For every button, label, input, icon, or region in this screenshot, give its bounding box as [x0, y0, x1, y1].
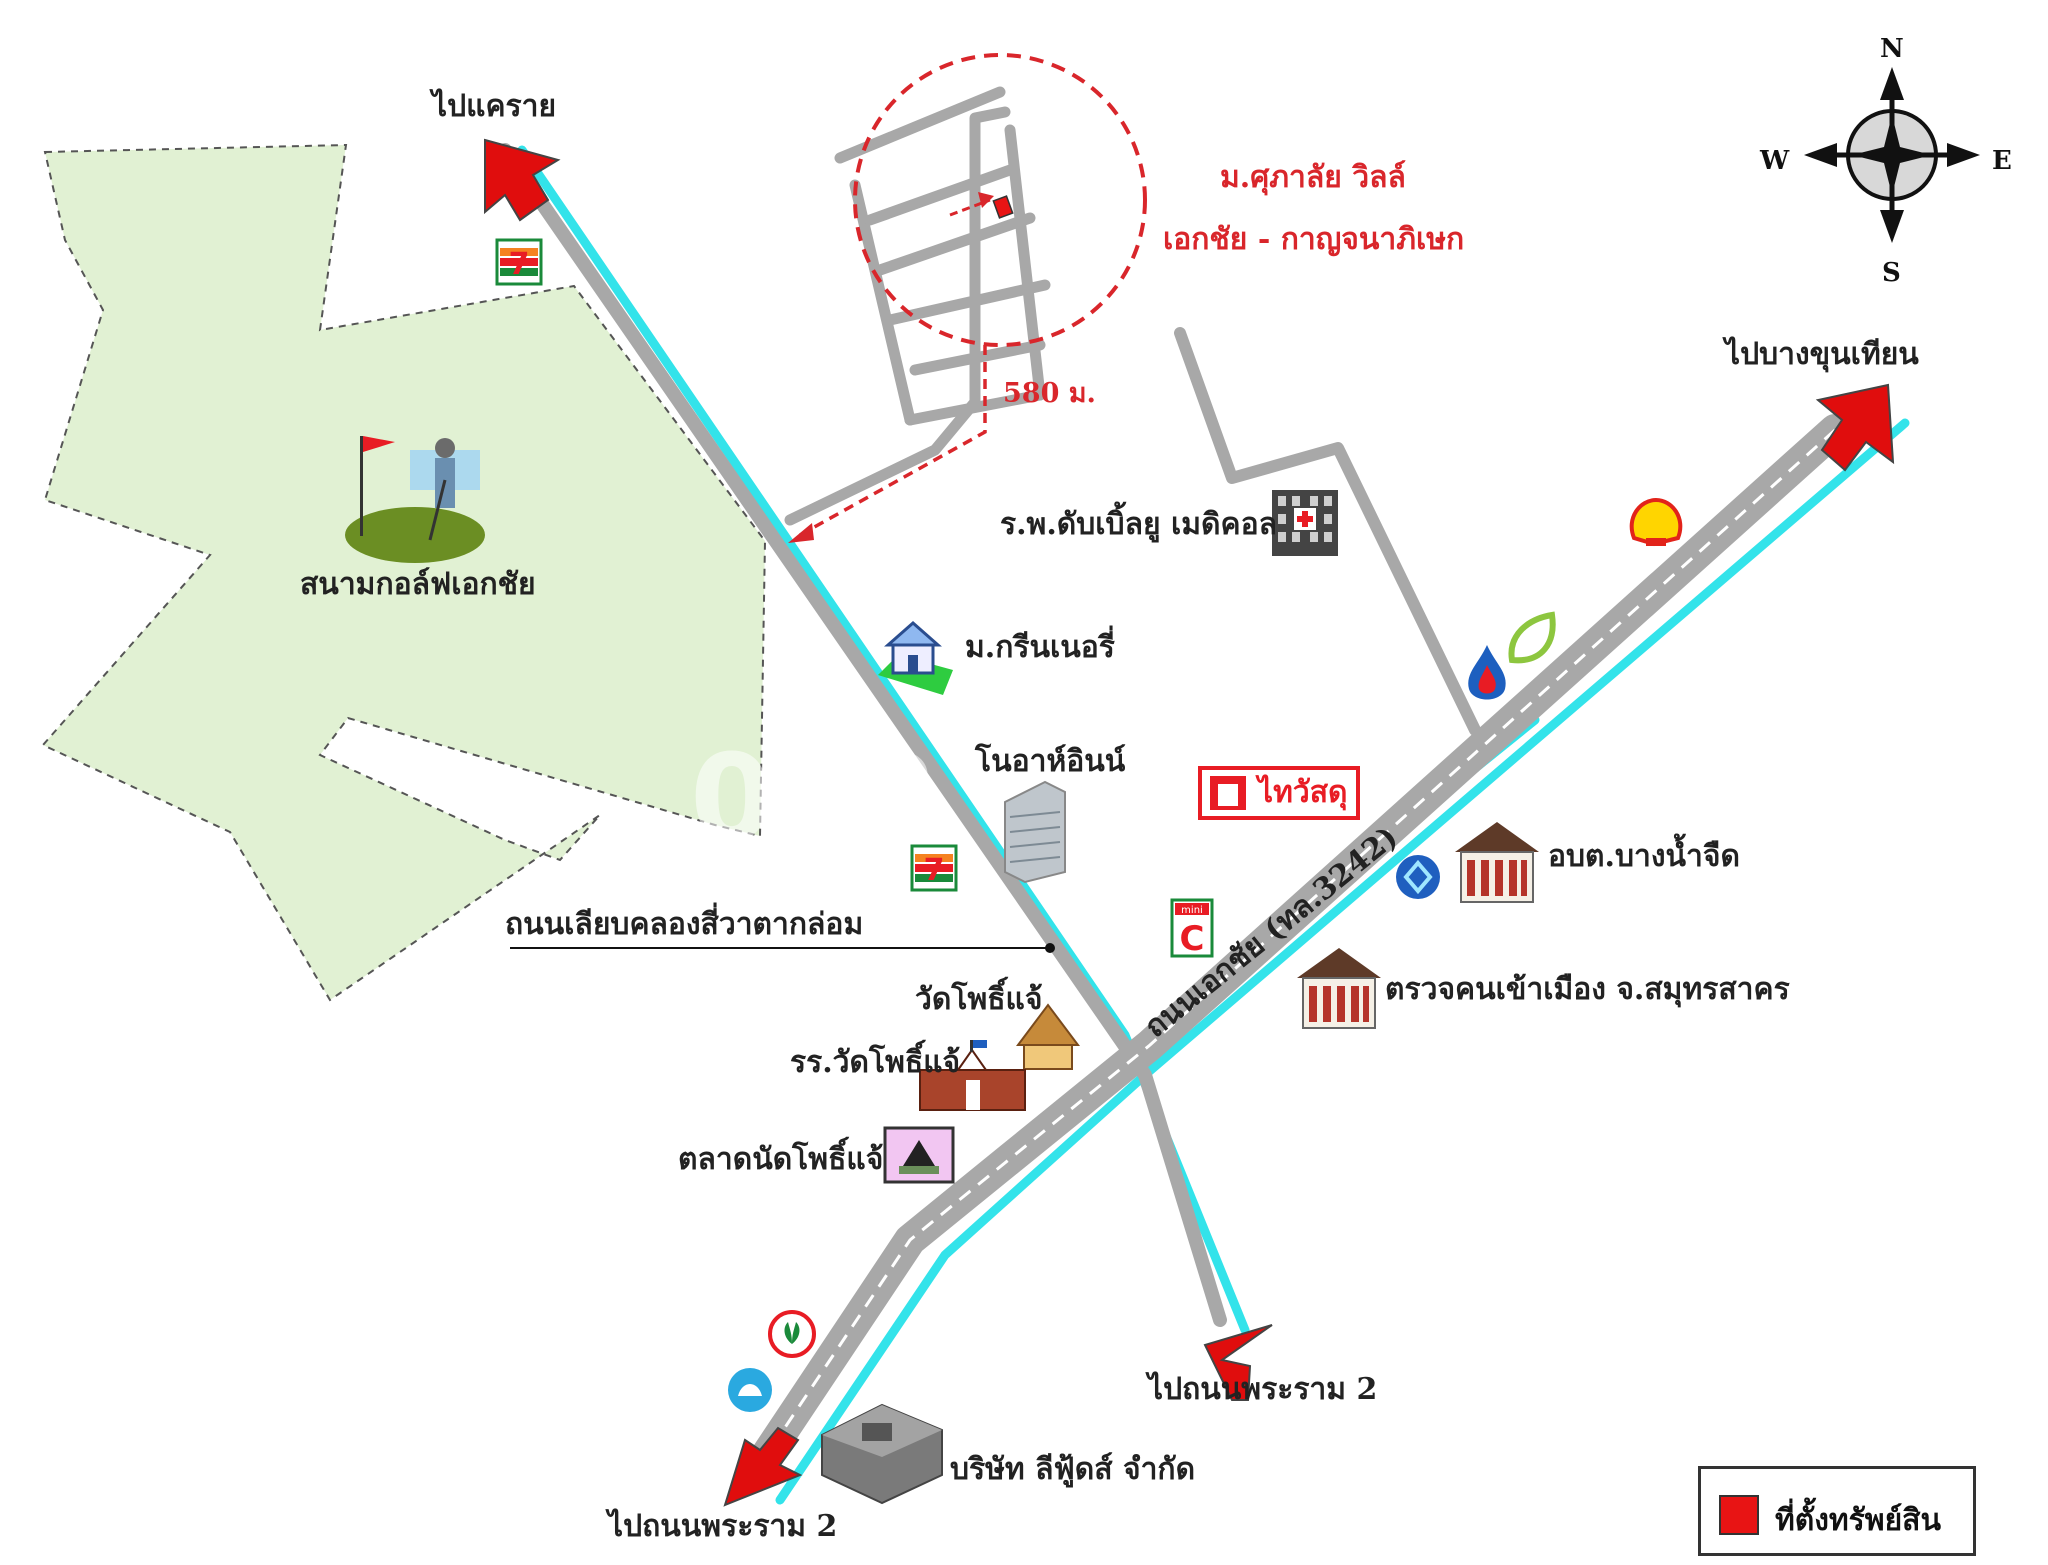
- label-to-bang-khun-thian: ไปบางขุนเทียน: [1725, 337, 1919, 372]
- market-icon: [883, 1126, 955, 1184]
- label-neo-hotel: โนอาห์อินน์: [975, 744, 1126, 779]
- mini-c-text: mini: [1181, 905, 1203, 916]
- svg-text:7: 7: [509, 247, 530, 282]
- label-wat: วัดโพธิ์แจ้: [915, 982, 1043, 1017]
- label-obt: อบต.บางน้ำจืด: [1548, 839, 1740, 874]
- government-office-icon: [1455, 822, 1539, 903]
- label-school: รร.วัดโพธิ์แจ้: [790, 1045, 961, 1080]
- golf-icon: [345, 436, 485, 563]
- inner-route: [949, 198, 991, 217]
- svg-text:C: C: [1180, 919, 1205, 959]
- label-market: ตลาดนัดโพธิ์แจ้: [678, 1142, 884, 1177]
- government-office-icon: [1297, 948, 1381, 1029]
- golf-course-area: [41, 143, 767, 1002]
- seven-eleven-icon: 7: [910, 844, 958, 892]
- krungthai-bank-icon: [1396, 855, 1440, 899]
- hospital-icon: [1272, 490, 1338, 556]
- temple-icon: [1016, 1003, 1080, 1070]
- compass-north: N: [1880, 34, 1904, 64]
- mini-c-icon: mini C: [1170, 898, 1214, 959]
- property-marker: [992, 195, 1014, 219]
- watermark: 0 2: [690, 730, 959, 869]
- legend-text: ที่ตั้งทรัพย์สิน: [1775, 1503, 1941, 1538]
- label-green-nery: ม.กรีนเนอรี่: [965, 630, 1115, 665]
- seven-eleven-icon: 7: [495, 238, 543, 286]
- ptt-icon: [1468, 645, 1506, 700]
- label-to-khae-rai: ไปแคราย: [432, 89, 557, 124]
- label-distance: 580 ม.: [1003, 378, 1096, 409]
- school-icon: [919, 1040, 1026, 1111]
- shell-icon: [1629, 497, 1683, 547]
- bangchak-icon: [1508, 611, 1556, 664]
- inner-route-arrowhead: [978, 192, 994, 208]
- label-village-sub: เอกชัย - กาญจนาภิเษก: [1163, 222, 1465, 257]
- compass-south: S: [1882, 258, 1901, 288]
- factory-icon: [821, 1403, 943, 1505]
- label-hospital: ร.พ.ดับเบิ้ลยู เมดิคอล: [1000, 507, 1277, 542]
- label-golf: สนามกอล์ฟเอกชัย: [300, 567, 536, 602]
- kasikorn-bank-icon: [768, 1310, 816, 1358]
- legend-box: ที่ตั้งทรัพย์สิน: [1698, 1466, 1976, 1556]
- compass-east: E: [1992, 146, 2012, 176]
- location-circle: [853, 53, 1147, 347]
- label-to-rama2-left: ไปถนนพระราม 2: [608, 1509, 838, 1544]
- siam-commercial-icon: [728, 1368, 772, 1412]
- label-canal-road: ถนนเลียบคลองสี่วาตากล่อม: [505, 907, 864, 942]
- route-dashed: [799, 345, 987, 537]
- label-immigration: ตรวจคนเข้าเมือง จ.สมุทรสาคร: [1385, 972, 1790, 1007]
- compass-rose: [1804, 67, 1980, 243]
- house-icon: [878, 621, 953, 695]
- label-thai-watsadu: ไทวัสดุ: [1258, 775, 1348, 810]
- hotel-building-icon: [1004, 780, 1066, 884]
- legend-property-swatch: [1719, 1495, 1759, 1535]
- direction-arrows: [484, 138, 1895, 1507]
- compass-west: W: [1760, 146, 1790, 176]
- route-arrowhead: [788, 523, 814, 543]
- label-company: บริษัท ลีฟู้ดส์ จำกัด: [950, 1452, 1196, 1487]
- thai-watsadu-icon: [1198, 766, 1360, 820]
- svg-text:7: 7: [924, 853, 945, 888]
- label-village-name: ม.ศุภาลัย วิลล์: [1220, 160, 1406, 195]
- main-road-centerline: [758, 428, 1837, 1466]
- label-to-rama2-right: ไปถนนพระราม 2: [1148, 1372, 1378, 1407]
